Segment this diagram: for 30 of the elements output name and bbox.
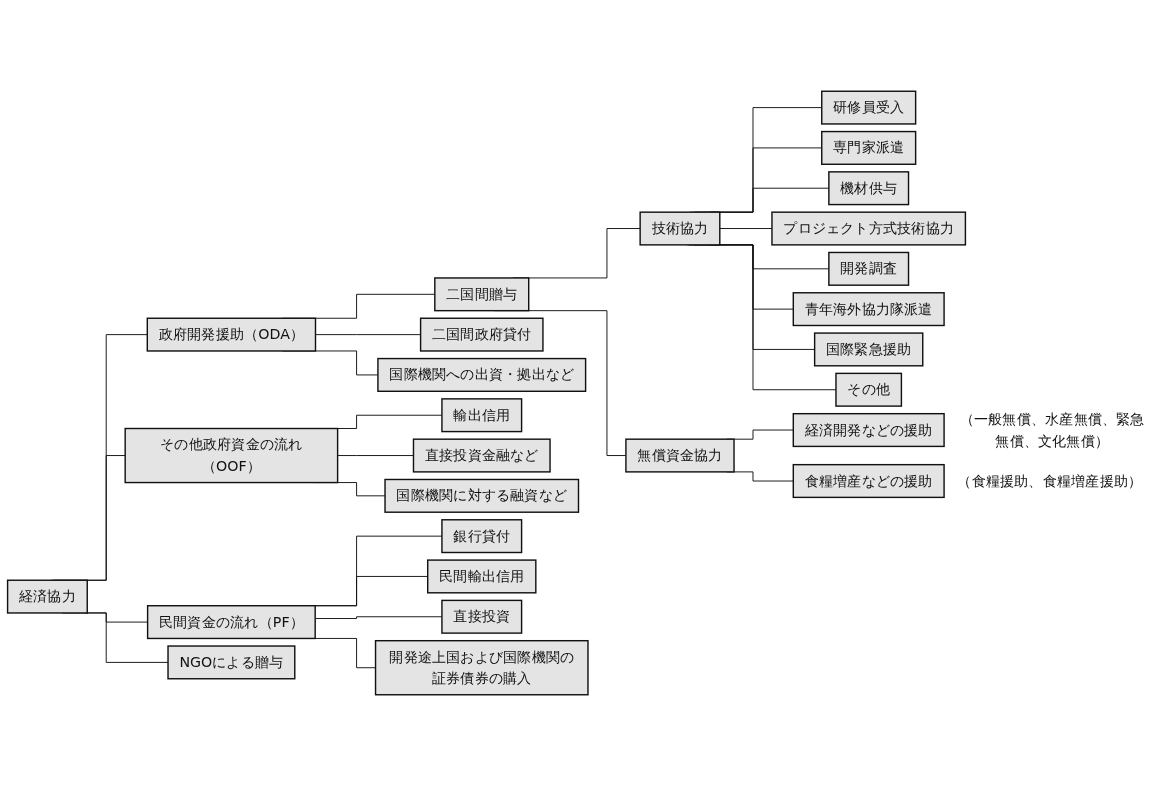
- node-box: 経済開発などの援助: [792, 413, 945, 448]
- node-box: 研修員受入: [821, 90, 917, 125]
- node-box: 開発調査: [828, 251, 910, 286]
- node-box: 国際緊急援助: [813, 332, 924, 367]
- node-box: 直接投資金融など: [412, 438, 551, 473]
- node-label: （食糧援助、食糧増産援助）: [957, 472, 1143, 490]
- node-box: 開発途上国および国際機関の証券債券の購入: [374, 640, 589, 696]
- node-box: 食糧増産などの援助: [792, 463, 945, 499]
- node-box: 技術協力: [639, 211, 721, 246]
- node-box: 民間資金の流れ（PF）: [146, 605, 316, 640]
- connector: [337, 455, 414, 456]
- node-box: 機材供与: [828, 171, 910, 206]
- node-box: その他政府資金の流れ（OOF）: [124, 427, 339, 484]
- node-box: 国際機関に対する融資など: [384, 478, 580, 513]
- node-box: プロジェクト方式技術協力: [771, 211, 967, 246]
- node-box: 政府開発援助（ODA）: [146, 317, 317, 352]
- node-box: 無償資金協力: [625, 438, 735, 473]
- node-box: NGOによる贈与: [167, 645, 296, 680]
- node-box: 輸出信用: [441, 398, 523, 433]
- node-box: 経済協力: [6, 579, 88, 614]
- node-box: 銀行貸付: [441, 519, 523, 554]
- node-box: 二国間贈与: [434, 277, 530, 312]
- node-box: その他: [835, 372, 903, 407]
- node-label: （一般無償、水産無償、緊急無償、文化無償）: [959, 410, 1145, 450]
- node-box: 青年海外協力隊派遣: [792, 292, 945, 327]
- node-box: 二国間政府貸付: [419, 317, 544, 352]
- node-box: 専門家派遣: [821, 130, 917, 165]
- node-box: 民間輸出信用: [427, 559, 537, 594]
- node-box: 直接投資: [441, 599, 523, 634]
- node-box: 国際機関への出資・拠出など: [377, 357, 587, 392]
